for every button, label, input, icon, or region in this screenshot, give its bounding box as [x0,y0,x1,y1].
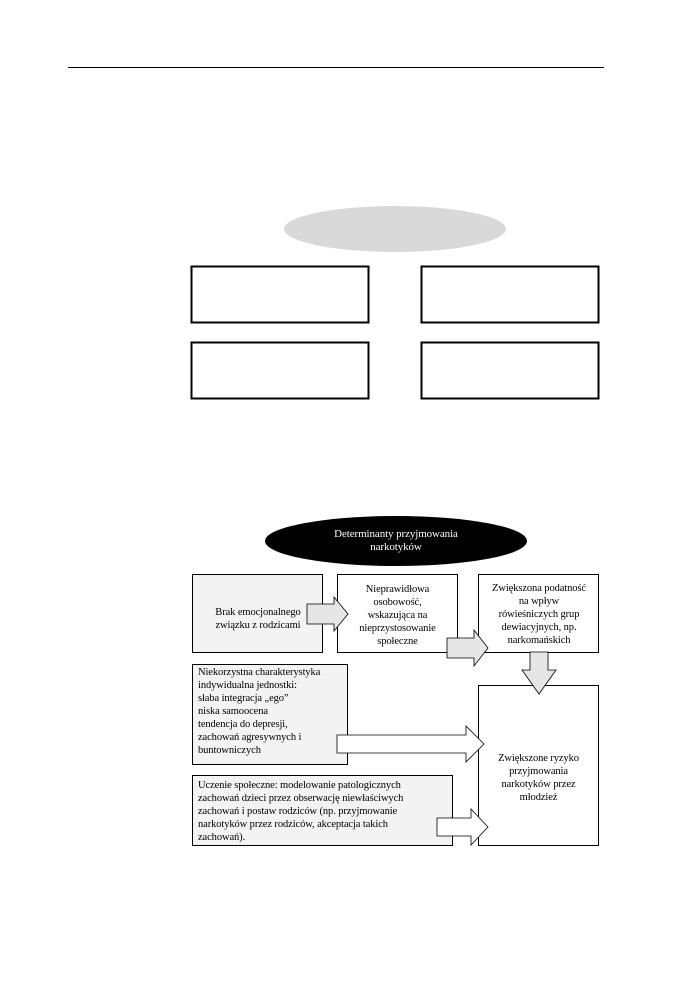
arrow-personality-to-peers [446,628,489,668]
arrow-parents-to-personality [306,595,349,633]
box-personality [337,574,458,653]
arrow-peers-to-risk [521,651,557,695]
header-rule [68,67,604,68]
arrow-learning-to-risk [436,807,489,847]
top-empty-box-4 [420,341,600,400]
top-empty-oval [284,206,506,252]
top-empty-box-3 [190,341,370,400]
box-parents [192,574,323,653]
box-personality-label: Nieprawidłowa osobowość, wskazująca na n… [359,584,436,647]
box-peers-label: Zwiększona podatność na wpływ rówieśnicz… [492,583,586,646]
box-individual [192,664,348,765]
top-empty-box-1 [190,265,370,324]
box-risk-label: Zwiększone ryzyko przyjmowania narkotykó… [498,753,579,803]
box-peers [478,574,599,653]
box-risk [478,685,599,846]
arrow-individual-to-risk [336,725,485,763]
box-learning [192,775,453,846]
diagram-title: Determinanty przyjmowania narkotyków [334,528,458,553]
box-parents-label: Brak emocjonalnego związku z rodzicami [215,607,301,631]
top-empty-box-2 [420,265,600,324]
title-oval [265,516,527,566]
box-individual-label: Niekorzystna charakterystyka indywidualn… [198,667,321,756]
box-learning-label: Uczenie społeczne: modelowanie patologic… [198,780,404,843]
